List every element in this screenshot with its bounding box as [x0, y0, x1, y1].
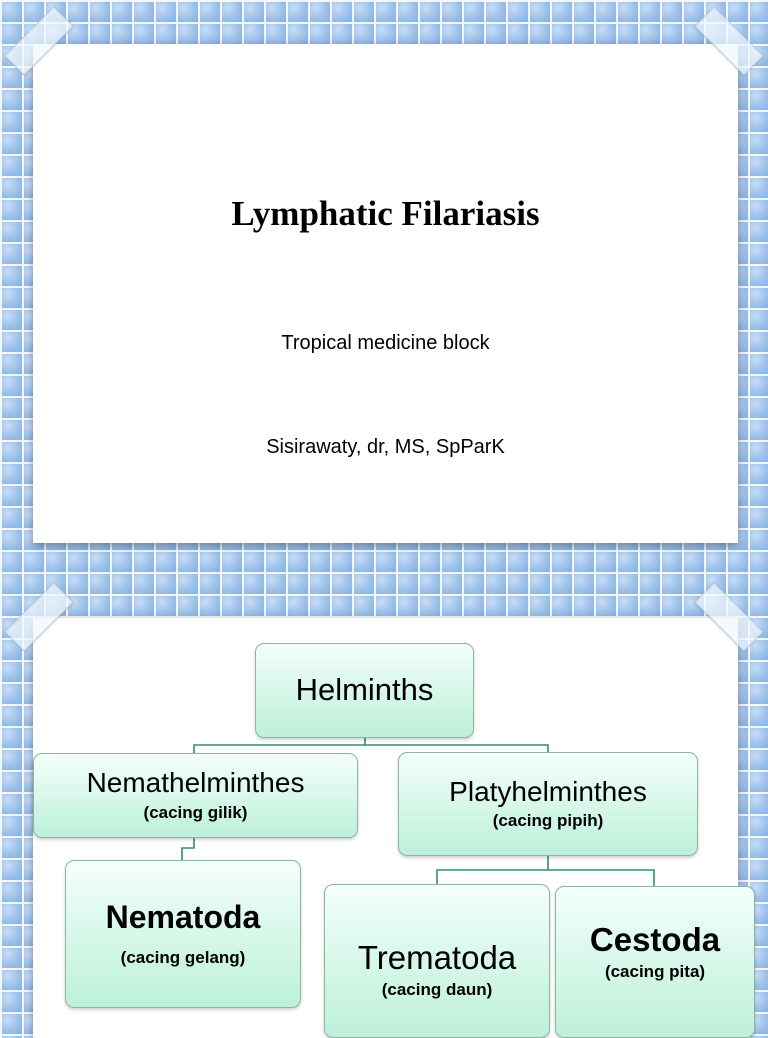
node-platyhelminthes-label: Platyhelminthes	[449, 775, 647, 807]
node-nematoda: Nematoda (cacing gelang)	[65, 860, 301, 1008]
node-nemathelminthes: Nemathelminthes (cacing gilik)	[33, 753, 358, 838]
node-helminths: Helminths	[255, 643, 474, 738]
title-slide: Lymphatic Filariasis Tropical medicine b…	[33, 44, 738, 543]
tree-connectors	[181, 738, 655, 886]
node-platyhelminthes-sub: (cacing pipih)	[492, 811, 604, 831]
slide-title: Lymphatic Filariasis	[231, 194, 540, 233]
node-cestoda-label: Cestoda	[589, 920, 721, 958]
connector-nemathelminthes-nematoda	[181, 838, 195, 860]
node-cestoda: Cestoda (cacing pita)	[555, 886, 755, 1038]
connector-helminths-nemathelminthes	[193, 738, 366, 753]
slide-subtitle: Tropical medicine block	[281, 332, 490, 354]
node-platyhelminthes: Platyhelminthes (cacing pipih)	[398, 752, 698, 856]
node-nematoda-sub: (cacing gelang)	[120, 947, 246, 967]
node-trematoda-label: Trematoda	[357, 938, 517, 976]
node-helminths-label: Helminths	[295, 672, 434, 708]
classification-slide: Helminths Nemathelminthes (cacing gilik)…	[33, 618, 755, 1038]
slide-author: Sisirawaty, dr, MS, SpParK	[266, 436, 505, 458]
node-cestoda-sub: (cacing pita)	[604, 962, 706, 982]
connector-platyhelminthes-trematoda	[436, 856, 549, 884]
node-trematoda-sub: (cacing daun)	[381, 980, 493, 1000]
connector-platyhelminthes-cestoda	[548, 869, 655, 886]
connector-helminths-platyhelminthes	[365, 744, 549, 752]
node-nemathelminthes-sub: (cacing gilik)	[143, 802, 248, 822]
node-trematoda: Trematoda (cacing daun)	[324, 884, 550, 1038]
node-nemathelminthes-label: Nemathelminthes	[86, 767, 305, 799]
node-nematoda-label: Nematoda	[105, 899, 261, 936]
